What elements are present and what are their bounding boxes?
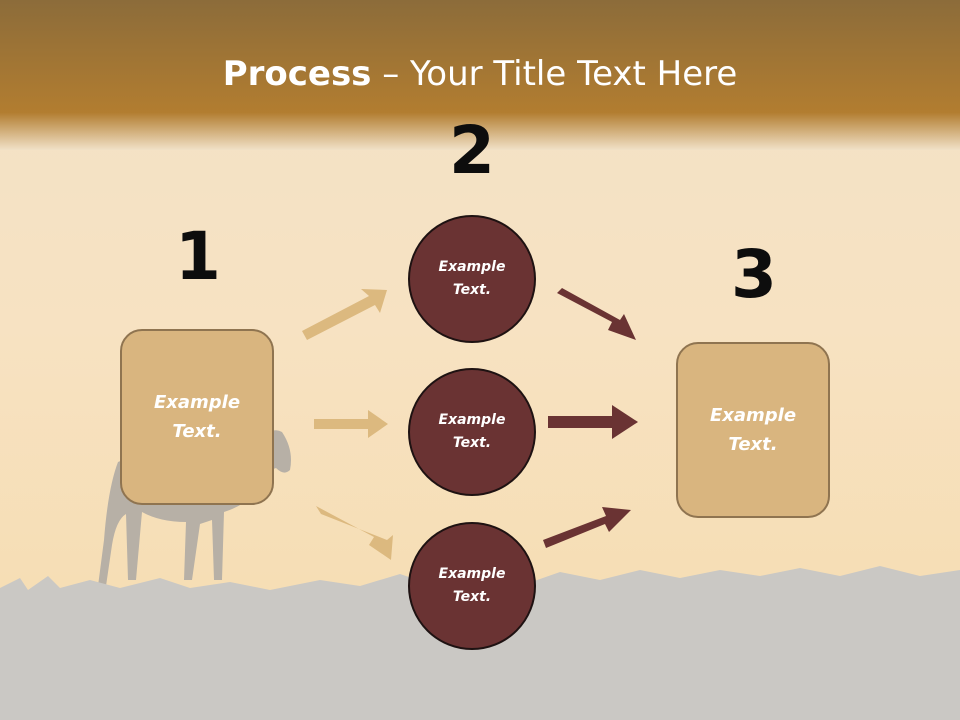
step-2-circle-bottom-line1: Example — [438, 566, 506, 582]
step-2-circle-middle-line1: Example — [438, 412, 506, 428]
step-number-2: 2 — [449, 112, 495, 189]
title-bold: Process — [222, 54, 372, 94]
arrow-2-to-3-bottom — [543, 507, 631, 548]
arrow-1-to-2-middle — [314, 410, 388, 438]
step-number-1: 1 — [175, 218, 221, 295]
arrow-1-to-2-top — [302, 289, 387, 340]
header-band — [0, 0, 960, 150]
arrow-1-to-2-bottom — [316, 506, 393, 560]
arrow-2-to-3-top — [557, 288, 636, 340]
title-rest: – Your Title Text Here — [371, 54, 738, 94]
step-number-3: 3 — [731, 236, 777, 313]
arrow-2-to-3-middle — [548, 405, 638, 439]
step-2-circle-bottom-line2: Text. — [452, 589, 492, 605]
light-arrows — [302, 289, 393, 560]
dark-arrows — [543, 288, 638, 548]
step-1-text-line1: Example — [153, 392, 241, 413]
step-1-text-line2: Text. — [172, 421, 222, 442]
step-3-text-line1: Example — [709, 405, 797, 426]
step-3-text-line2: Text. — [728, 434, 778, 455]
step-2-circle-top-line2: Text. — [452, 282, 492, 298]
slide-title: Process – Your Title Text Here — [0, 52, 960, 96]
step-2-circle-top-line1: Example — [438, 259, 506, 275]
step-2-circle-middle-line2: Text. — [452, 435, 492, 451]
